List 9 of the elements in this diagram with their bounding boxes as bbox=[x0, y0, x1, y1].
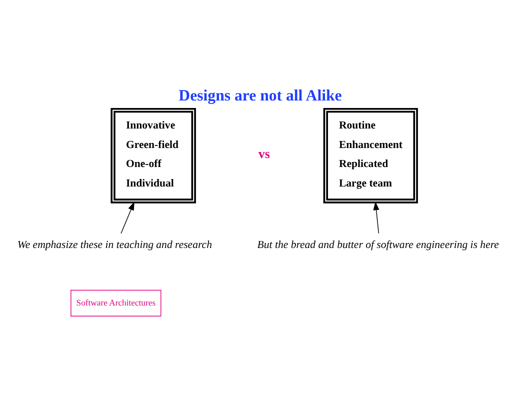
node-box: Innovative Green-field One-off Individual bbox=[110, 108, 196, 204]
label: vs bbox=[258, 146, 270, 162]
node-text: But the bread and butter of software engineering is here bbox=[257, 239, 499, 252]
node-text: We emphasize these in teaching and research bbox=[17, 239, 212, 252]
arrow bbox=[373, 201, 380, 234]
label: Software Architectures bbox=[76, 297, 156, 308]
arrow bbox=[120, 202, 134, 234]
diagram-title: Designs are not all Alike bbox=[178, 88, 342, 105]
node-box: Routine Enhancement Replicated Large team bbox=[323, 108, 418, 204]
